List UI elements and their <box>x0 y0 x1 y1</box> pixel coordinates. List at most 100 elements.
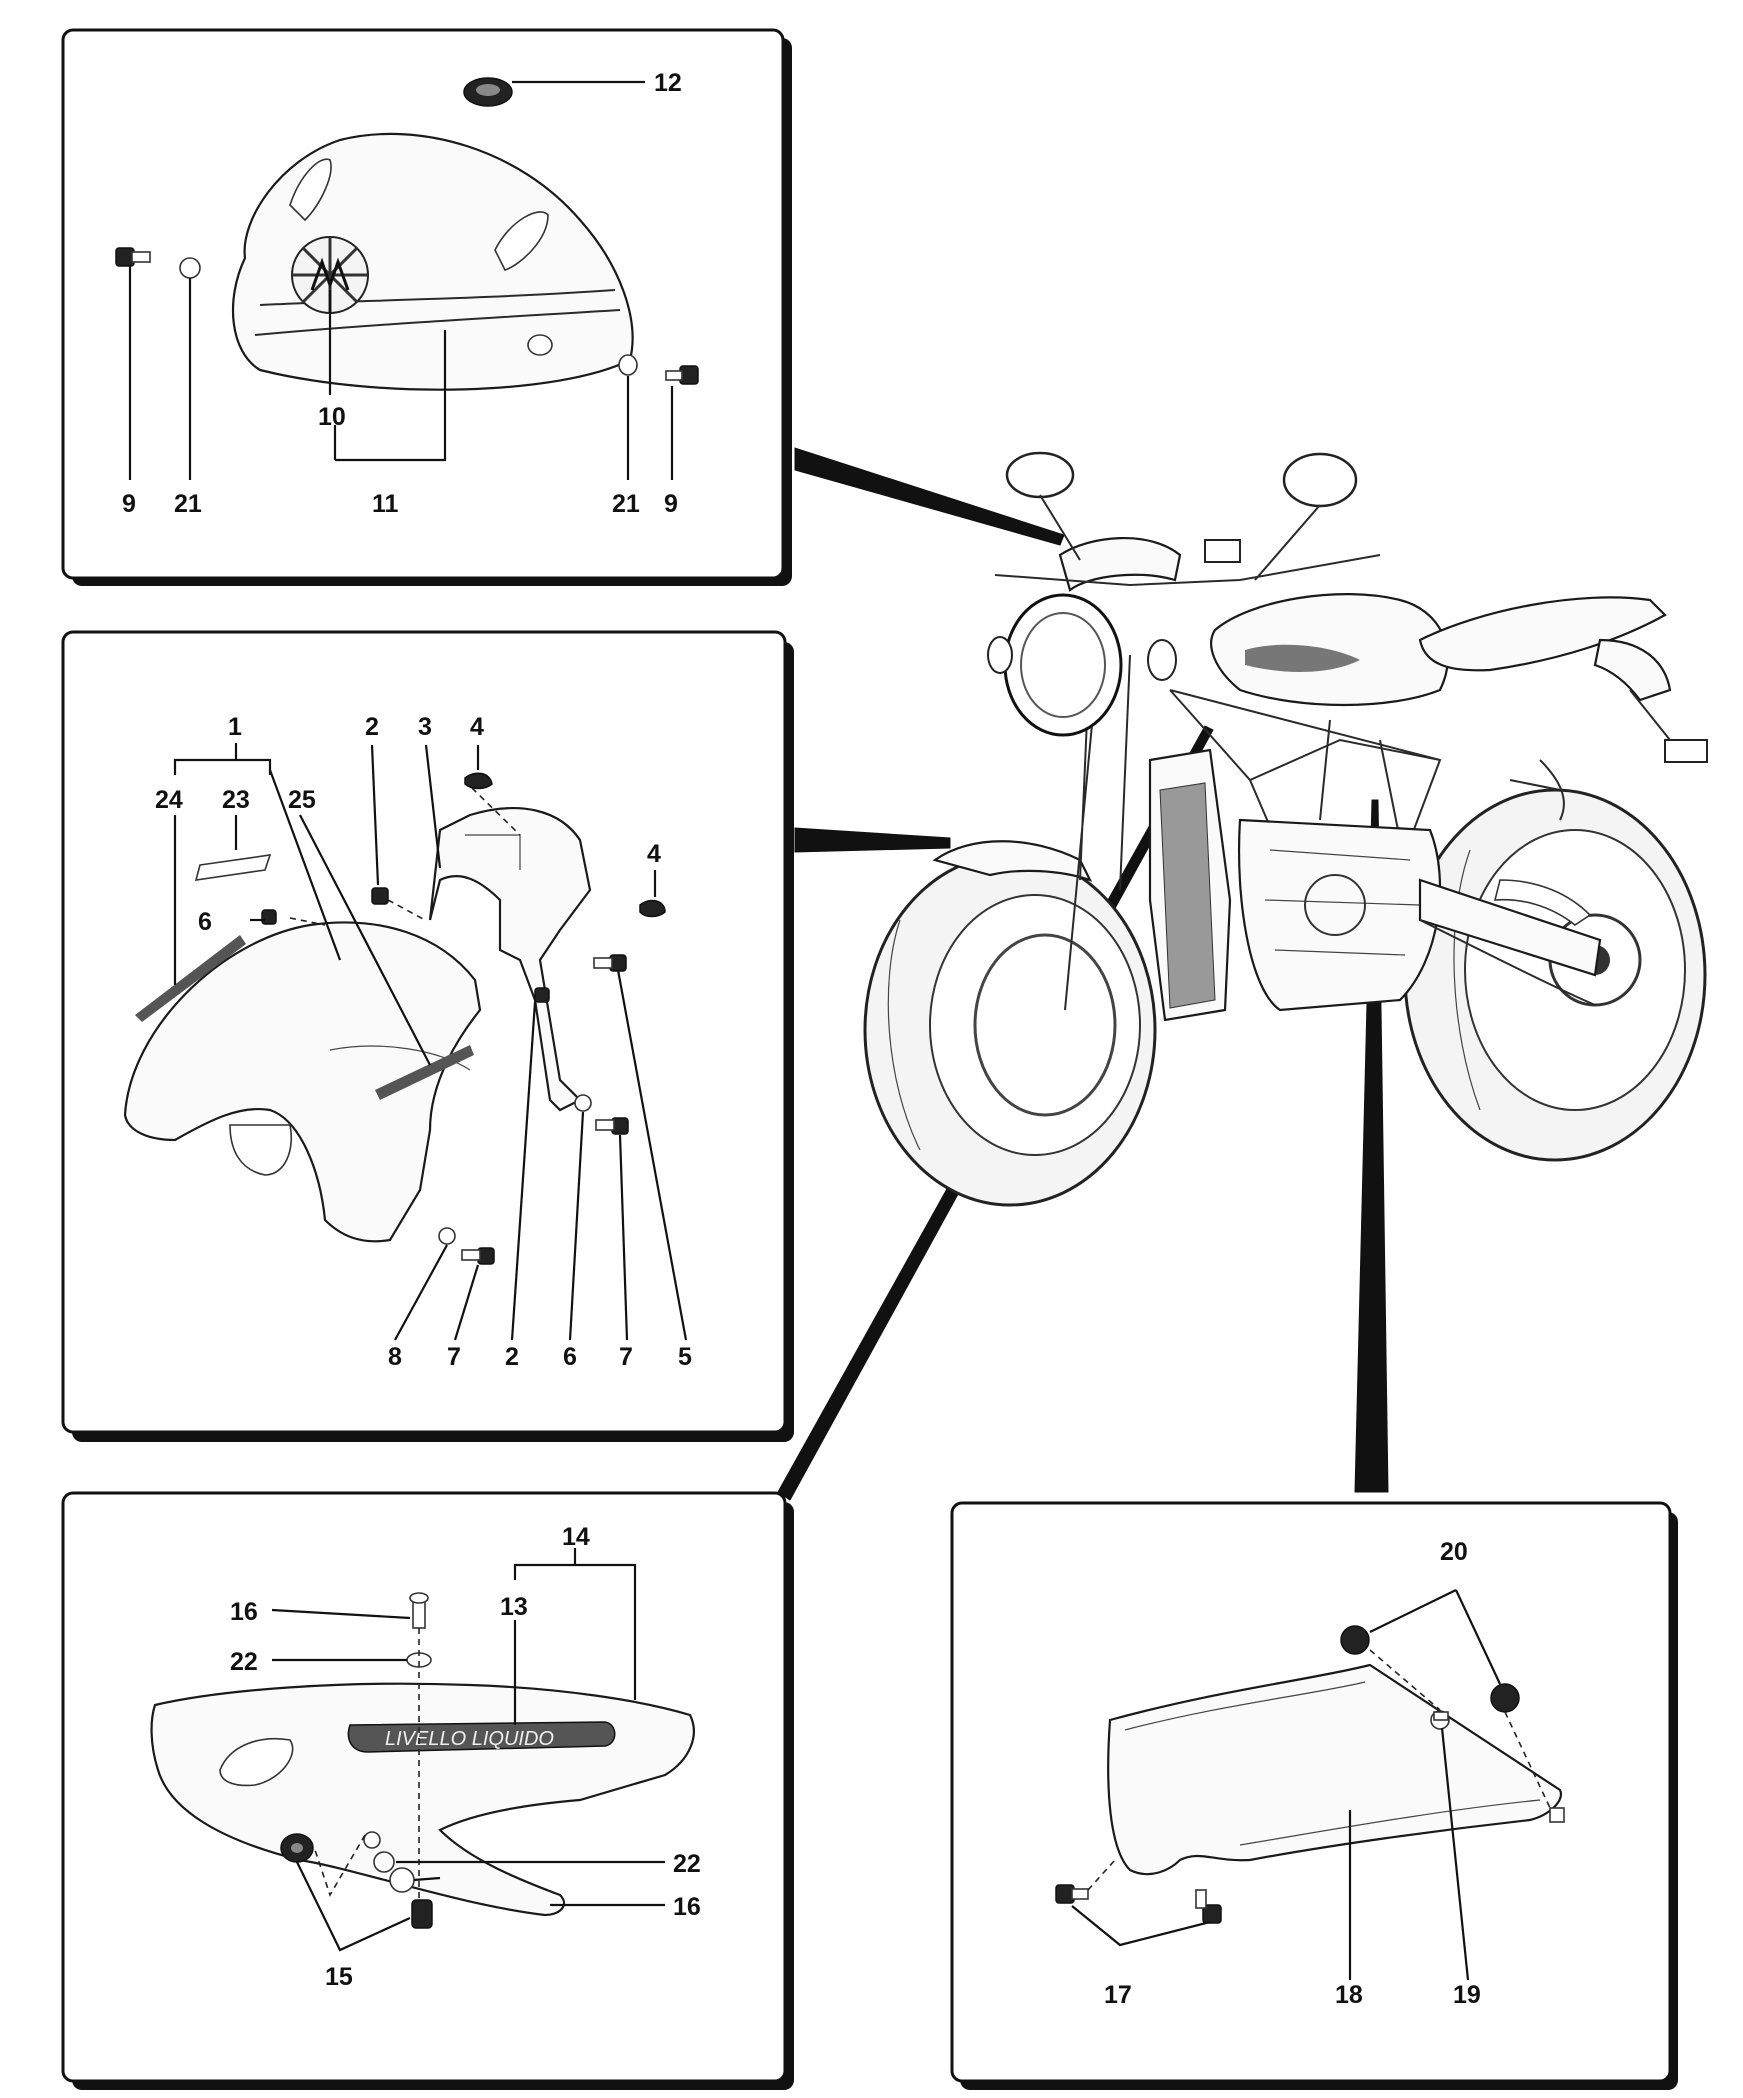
tank-grille <box>1245 644 1360 672</box>
callout-20: 20 <box>1440 1538 1468 1566</box>
leader-1-to-part <box>268 769 342 961</box>
screw-part-9-left <box>115 247 151 267</box>
leader-16-top <box>271 1608 411 1620</box>
callout-22: 22 <box>673 1850 701 1878</box>
tail-section <box>1593 638 1672 702</box>
tail-bracket <box>1629 689 1671 741</box>
rear-footpeg <box>1509 759 1565 821</box>
mudguard-contour <box>329 1045 471 1071</box>
dash-6-left <box>289 917 326 926</box>
clip-part-4-top <box>464 772 493 790</box>
callout-2: 2 <box>505 1343 519 1371</box>
panel-side-cover: 20 17 18 19 <box>950 1501 1678 2090</box>
screw-part-17-left <box>1055 1884 1089 1904</box>
spacer-part-16-lower <box>389 1867 415 1893</box>
callout-6: 6 <box>563 1343 577 1371</box>
leader-17 <box>1071 1905 1211 1947</box>
leader-20-right <box>1455 1589 1501 1685</box>
washer-part-6-lower <box>574 1094 592 1112</box>
plug-part-20-right <box>1490 1683 1520 1713</box>
screw-part-19 <box>1430 1710 1450 1730</box>
engine-cover <box>1304 874 1366 936</box>
dash-4-top <box>471 787 521 836</box>
motorcycle-illustration <box>863 451 1708 1207</box>
radiator-core <box>1159 782 1216 1009</box>
screw-part-9-right <box>665 365 699 385</box>
leader-19 <box>1440 1727 1470 1981</box>
callout-2: 2 <box>365 713 379 741</box>
dash-17 <box>1087 1859 1116 1891</box>
leader-5 <box>616 969 688 1341</box>
panel-chain-guard: LIVELLO LIQUIDO 14 13 16 22 22 16 <box>61 1491 794 2090</box>
bike-headlight-cover <box>1058 537 1182 592</box>
mirror-right <box>1282 452 1358 508</box>
leader-11-right <box>335 330 447 462</box>
plate-holder <box>1664 739 1708 763</box>
callout-23: 23 <box>222 786 250 814</box>
washer-part-22-lower-left <box>363 1831 381 1849</box>
leader-16-lower-a <box>413 1876 441 1882</box>
fuel-tank <box>1210 593 1449 707</box>
mudguard-inner-tab <box>229 1124 292 1176</box>
callout-13: 13 <box>500 1593 528 1621</box>
decal-text: LIVELLO LIQUIDO <box>385 1728 554 1750</box>
callout-8: 8 <box>388 1343 402 1371</box>
cover-vent-left <box>289 158 332 222</box>
grommet-hole <box>476 84 500 96</box>
panel-lower-line <box>1239 1799 1541 1846</box>
engine <box>1237 818 1442 1012</box>
nut-part-6-left <box>261 909 277 925</box>
callout-21: 21 <box>174 490 202 518</box>
cover-lower-line <box>254 309 621 336</box>
leader-15 <box>296 1861 411 1952</box>
headlight <box>1003 593 1123 737</box>
dash-2-top <box>387 899 426 921</box>
front-mudguard-part-1 <box>123 921 482 1243</box>
engine-fins <box>1264 849 1421 956</box>
callout-4: 4 <box>647 840 661 868</box>
callout-9: 9 <box>122 490 136 518</box>
callout-14: 14 <box>562 1523 590 1551</box>
front-rim <box>929 894 1141 1156</box>
callout-10: 10 <box>318 403 346 431</box>
dash-lower-left <box>314 1834 366 1897</box>
leader-7-left <box>453 1264 480 1341</box>
callout-1: 1 <box>228 713 242 741</box>
bracket-leader-1 <box>173 758 272 775</box>
bolt-part-7-right <box>595 1117 629 1135</box>
headlight-cover-part-11 <box>231 132 634 391</box>
leader-20-left <box>1369 1589 1457 1633</box>
cover-trim-line <box>259 289 616 306</box>
callout-6: 6 <box>198 908 212 936</box>
leader-6-lower <box>568 1111 585 1341</box>
tread-rear-1 <box>1453 849 1481 1111</box>
callout-25: 25 <box>288 786 316 814</box>
washer-part-22-lower <box>373 1851 395 1873</box>
washer-part-8 <box>438 1227 456 1245</box>
leader-25 <box>299 814 431 1066</box>
callout-12: 12 <box>654 69 682 97</box>
callout-7: 7 <box>619 1343 633 1371</box>
chain-guard-cutout <box>219 1738 294 1787</box>
cover-hole <box>527 334 553 356</box>
screw-part-17-right <box>1195 1889 1222 1924</box>
decal-part-23 <box>194 854 272 881</box>
clip-part-4-right <box>639 899 666 918</box>
callout-16: 16 <box>230 1598 258 1626</box>
callout-21: 21 <box>612 490 640 518</box>
dash-20-left <box>1369 1649 1441 1711</box>
callout-22: 22 <box>230 1648 258 1676</box>
turn-signal-left <box>987 636 1013 674</box>
nut-part-2-lower <box>534 987 550 1003</box>
chain <box>1419 919 1596 1006</box>
decal-part-13 <box>347 1721 616 1753</box>
callout-11: 11 <box>372 490 399 518</box>
washer-part-21-left <box>179 257 201 279</box>
tread-front-1 <box>887 919 921 1151</box>
panel-edge-line <box>1124 1681 1366 1731</box>
decal-stripe-part-25 <box>375 1045 474 1100</box>
bolt-part-7-left <box>461 1247 495 1265</box>
turn-signal-right <box>1147 639 1177 681</box>
